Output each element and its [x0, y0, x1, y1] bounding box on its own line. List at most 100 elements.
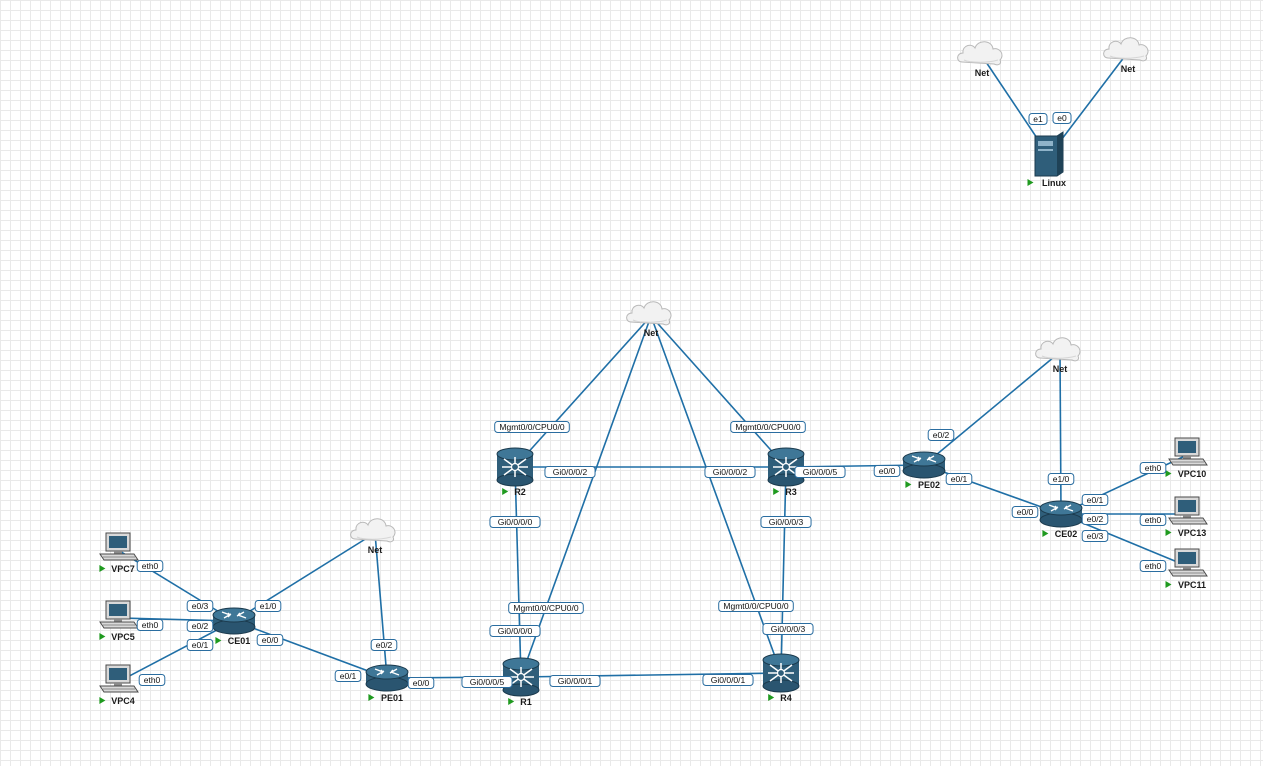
node-label: Net: [644, 328, 659, 338]
port-label-text: e0/3: [1087, 531, 1104, 541]
node-net_main[interactable]: Net: [626, 301, 672, 338]
port-label: e0/3: [186, 600, 214, 612]
running-status-icon: [508, 698, 515, 705]
node-r2[interactable]: R2: [496, 447, 534, 497]
node-label: CE02: [1055, 529, 1078, 539]
node-label: VPC10: [1178, 469, 1207, 479]
running-status-icon: [1027, 179, 1034, 186]
link-net_pe02-CE02[interactable]: [1059, 351, 1062, 515]
link-R2-R1[interactable]: [514, 466, 522, 678]
node-label-group: Linux: [1027, 178, 1066, 188]
node-label-group: R4: [768, 693, 792, 703]
port-label: e0/0: [407, 677, 435, 689]
pc-icon: [99, 600, 139, 629]
link-net_main-R4[interactable]: [650, 315, 782, 674]
port-label: e0/2: [186, 620, 214, 632]
link-net_ce01-PE01[interactable]: [374, 532, 388, 679]
pc-icon: [1168, 437, 1208, 466]
cloud-shade: [632, 319, 668, 323]
node-vpc5[interactable]: VPC5: [99, 600, 139, 642]
link-net_pe02-PE02[interactable]: [923, 351, 1061, 466]
node-label-group: VPC7: [99, 564, 135, 574]
port-label-text: Gi0/0/0/0: [498, 626, 533, 636]
link-CE01-PE01[interactable]: [233, 620, 388, 679]
port-label: Gi0/0/0/2: [544, 466, 596, 478]
node-label: Net: [975, 68, 990, 78]
port-label: e1/0: [1047, 473, 1075, 485]
node-label-group: Net: [644, 328, 659, 338]
port-label-text: e1: [1033, 114, 1043, 124]
node-vpc13[interactable]: VPC13: [1165, 496, 1208, 538]
node-linux[interactable]: Linux: [1027, 131, 1067, 188]
node-label: Net: [1121, 64, 1136, 74]
node-label-group: R1: [508, 697, 532, 707]
running-status-icon: [99, 633, 106, 640]
link-VPC4-CE01[interactable]: [117, 620, 235, 683]
node-label: VPC5: [111, 632, 135, 642]
node-label-group: VPC11: [1165, 580, 1206, 590]
pc-icon: [1168, 548, 1208, 577]
port-label: Gi0/0/0/0: [489, 625, 541, 637]
link-net_main-R2[interactable]: [514, 315, 652, 468]
running-status-icon: [99, 565, 106, 572]
node-label: VPC13: [1178, 528, 1207, 538]
cloud-icon: [350, 518, 396, 543]
port-label-text: eth0: [1145, 561, 1162, 571]
cloud-icon: [626, 301, 672, 326]
port-label: Gi0/0/0/3: [760, 516, 812, 528]
port-label-text: Gi0/0/0/3: [771, 624, 806, 634]
node-net_b[interactable]: Net: [1103, 37, 1149, 74]
port-label-text: Mgmt0/0/CPU0/0: [723, 601, 788, 611]
node-pe02[interactable]: PE02: [902, 451, 946, 490]
running-status-icon: [768, 694, 775, 701]
node-label-group: Net: [975, 68, 990, 78]
port-label-text: Gi0/0/0/5: [803, 467, 838, 477]
port-label: e0/2: [927, 429, 955, 441]
node-label-group: PE01: [368, 693, 403, 703]
node-label: Linux: [1042, 178, 1066, 188]
port-label: e0/1: [945, 473, 973, 485]
port-label-text: eth0: [142, 620, 159, 630]
port-label: Gi0/0/0/2: [704, 466, 756, 478]
port-label: Mgmt0/0/CPU0/0: [718, 600, 794, 612]
node-vpc4[interactable]: VPC4: [99, 664, 139, 706]
node-net_a[interactable]: Net: [957, 41, 1003, 78]
node-vpc7[interactable]: VPC7: [99, 532, 139, 574]
running-status-icon: [215, 637, 222, 644]
node-r4[interactable]: R4: [762, 653, 800, 703]
router-icon: [1039, 500, 1083, 528]
node-label-group: R3: [773, 487, 797, 497]
link-VPC7-CE01[interactable]: [117, 549, 235, 622]
node-vpc10[interactable]: VPC10: [1165, 437, 1208, 479]
node-net_ce01[interactable]: Net: [350, 518, 396, 555]
port-label-text: Gi0/0/0/1: [558, 676, 593, 686]
node-ce01[interactable]: CE01: [212, 607, 256, 646]
running-status-icon: [1165, 581, 1172, 588]
port-label: eth0: [1139, 462, 1167, 474]
node-vpc11[interactable]: VPC11: [1165, 548, 1208, 590]
node-pe01[interactable]: PE01: [365, 664, 409, 703]
xr-router-icon: [762, 653, 800, 693]
link-R3-R4[interactable]: [780, 466, 787, 674]
link-net_main-R1[interactable]: [520, 315, 652, 678]
pc-icon: [1168, 496, 1208, 525]
node-label-group: VPC4: [99, 696, 135, 706]
node-ce02[interactable]: CE02: [1039, 500, 1083, 539]
port-label: e0/0: [1011, 506, 1039, 518]
node-label: CE01: [228, 636, 251, 646]
port-label: e0/1: [1081, 494, 1109, 506]
node-label-group: VPC10: [1165, 469, 1207, 479]
port-label-text: Mgmt0/0/CPU0/0: [735, 422, 800, 432]
port-label: eth0: [136, 560, 164, 572]
port-label-text: e0/1: [340, 671, 357, 681]
link-PE02-CE02[interactable]: [923, 464, 1062, 515]
port-label-text: e0/1: [1087, 495, 1104, 505]
running-status-icon: [1165, 470, 1172, 477]
node-label-group: Net: [1053, 364, 1068, 374]
port-label-text: e0/1: [951, 474, 968, 484]
port-label: eth0: [1139, 514, 1167, 526]
node-net_pe02[interactable]: Net: [1035, 337, 1081, 374]
link-net_main-R3[interactable]: [650, 315, 787, 468]
